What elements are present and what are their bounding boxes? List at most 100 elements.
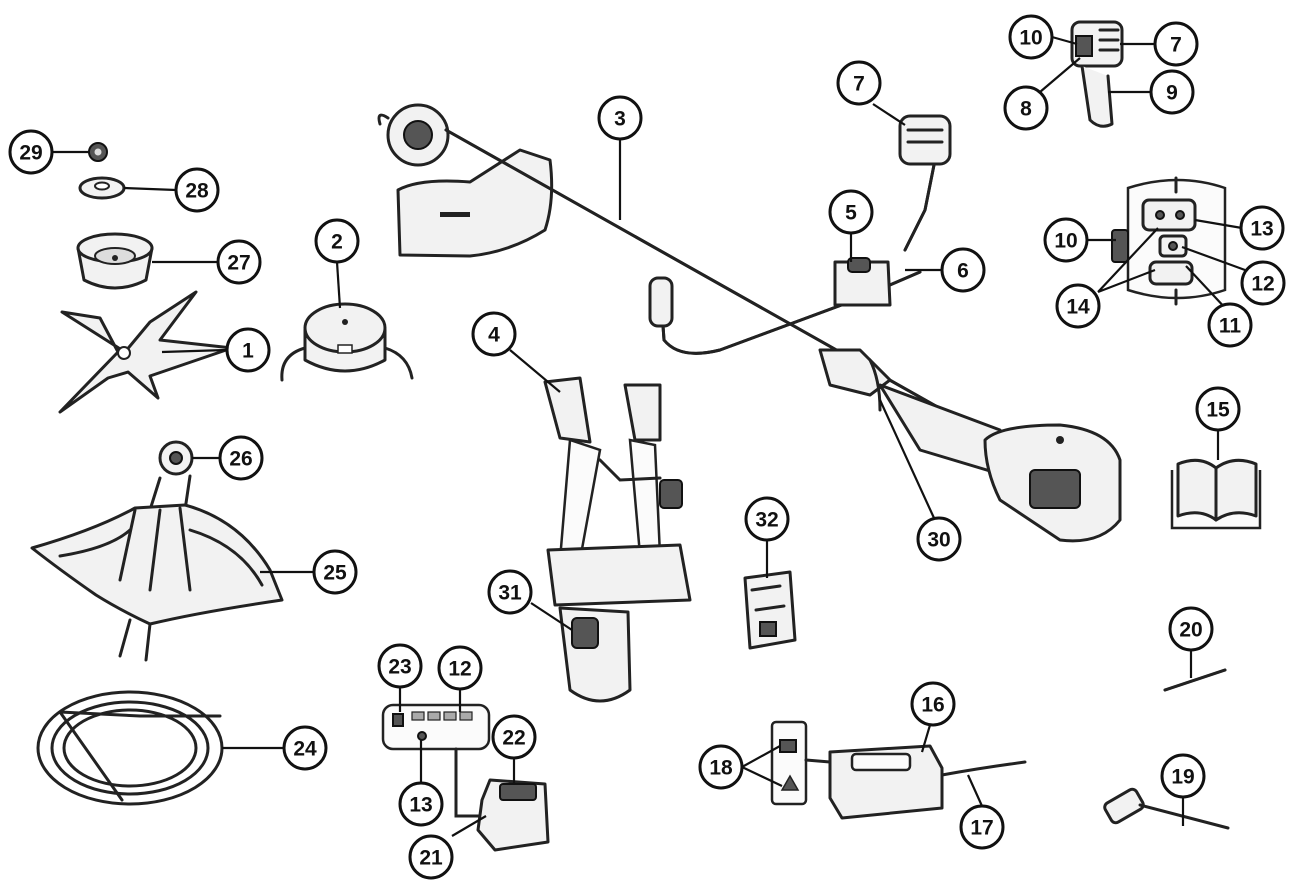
- callout-25: 25: [312, 549, 358, 595]
- callout-30: 30: [916, 516, 962, 562]
- callout-14: 14: [1055, 283, 1101, 329]
- callout-5-label: 5: [845, 202, 857, 225]
- callout-22-label: 22: [502, 727, 525, 750]
- callout-13a: 13: [1239, 205, 1285, 251]
- wrench-drawing: [1103, 787, 1230, 830]
- callout-1-label: 1: [242, 340, 254, 363]
- leader-7a: [872, 103, 906, 126]
- leader-lines: [52, 35, 1246, 837]
- leader-2: [335, 261, 342, 309]
- callout-25-label: 25: [323, 562, 347, 585]
- callout-10a: 10: [1008, 14, 1054, 60]
- leader-28: [123, 186, 177, 192]
- callout-18-label: 18: [709, 757, 733, 780]
- callout-21: 21: [408, 834, 454, 880]
- callout-19: 19: [1160, 753, 1206, 799]
- callout-26-label: 26: [229, 448, 252, 471]
- guard-drawing: [30, 440, 284, 662]
- callout-13b: 13: [398, 781, 444, 827]
- locking-pin-drawing: [1163, 668, 1227, 692]
- leader-8: [1039, 57, 1081, 93]
- motor-housing-drawing: [818, 348, 1122, 543]
- charger-drawing: [770, 720, 1027, 820]
- callout-32: 32: [744, 496, 790, 542]
- callout-9: 9: [1149, 69, 1195, 115]
- callout-10b: 10: [1043, 217, 1089, 263]
- callout-20-label: 20: [1179, 619, 1202, 642]
- callout-13a-label: 13: [1250, 218, 1273, 241]
- callout-7a-label: 7: [853, 73, 865, 96]
- leader-12a: [1181, 245, 1246, 272]
- callout-4: 4: [471, 311, 517, 357]
- callout-23: 23: [377, 643, 423, 689]
- battery-drawing: [381, 703, 550, 852]
- leader-30: [878, 399, 936, 519]
- callout-13b-label: 13: [409, 794, 432, 817]
- hip-pad-drawing: [571, 617, 599, 649]
- callout-16: 16: [910, 681, 956, 727]
- callout-6-label: 6: [957, 260, 969, 283]
- leader-4: [509, 349, 561, 393]
- trimmer-head-drawing: [280, 302, 414, 382]
- shaft-drawing: [377, 103, 1007, 447]
- callout-22: 22: [491, 714, 537, 760]
- bike-handle-drawing: [648, 114, 952, 355]
- callout-29-label: 29: [19, 142, 42, 165]
- leader-11: [1185, 265, 1229, 312]
- callout-8: 8: [1003, 85, 1049, 131]
- grip-detail-drawing: [1070, 20, 1124, 128]
- callout-15: 15: [1195, 386, 1241, 432]
- callout-32-label: 32: [755, 509, 778, 532]
- callout-12a: 12: [1240, 260, 1286, 306]
- leader-16: [920, 724, 932, 753]
- battery-cover-drawing: [743, 570, 797, 650]
- callout-27-label: 27: [227, 252, 250, 275]
- callout-12b-label: 12: [448, 658, 471, 681]
- callout-7b-label: 7: [1170, 34, 1182, 57]
- trimmer-line-drawing: [36, 690, 224, 806]
- callout-28: 28: [174, 167, 220, 213]
- callout-24-label: 24: [293, 738, 317, 761]
- callout-26: 26: [218, 435, 264, 481]
- leader-17: [966, 774, 984, 807]
- callout-12b: 12: [437, 645, 483, 691]
- callout-12a-label: 12: [1251, 273, 1274, 296]
- nut-drawing: [88, 142, 108, 162]
- harness-drawing: [543, 376, 692, 703]
- callout-1: 1: [225, 327, 271, 373]
- callout-2: 2: [314, 218, 360, 264]
- callout-14-label: 14: [1066, 296, 1090, 319]
- callout-4-label: 4: [488, 324, 500, 347]
- leader-18: [741, 745, 783, 787]
- leader-31: [530, 602, 573, 631]
- leader-13a: [1194, 218, 1243, 230]
- callout-3-label: 3: [614, 108, 626, 131]
- callout-11-label: 11: [1219, 315, 1242, 338]
- washer-drawing: [78, 176, 126, 200]
- callout-10a-label: 10: [1019, 27, 1042, 50]
- callout-9-label: 9: [1166, 82, 1178, 105]
- callout-19-label: 19: [1171, 766, 1194, 789]
- callout-10b-label: 10: [1054, 230, 1077, 253]
- leader-10a: [1051, 35, 1078, 46]
- callout-16-label: 16: [921, 694, 944, 717]
- callout-31-label: 31: [498, 582, 522, 605]
- blade-cup-drawing: [76, 232, 154, 290]
- callout-17-label: 17: [970, 817, 993, 840]
- callout-28-label: 28: [185, 180, 209, 203]
- callout-21-label: 21: [419, 847, 443, 870]
- callout-31: 31: [487, 569, 533, 615]
- callout-17: 17: [959, 804, 1005, 850]
- blade-drawing: [58, 290, 234, 414]
- callout-18: 18: [698, 744, 744, 790]
- leader-1: [161, 348, 227, 354]
- callout-7b: 7: [1153, 21, 1199, 67]
- callout-5: 5: [828, 189, 874, 235]
- callout-3: 3: [597, 95, 643, 141]
- callout-24: 24: [282, 725, 328, 771]
- callout-29: 29: [8, 129, 54, 175]
- callout-11: 11: [1207, 302, 1253, 348]
- callout-15-label: 15: [1206, 399, 1230, 422]
- callout-23-label: 23: [388, 656, 411, 679]
